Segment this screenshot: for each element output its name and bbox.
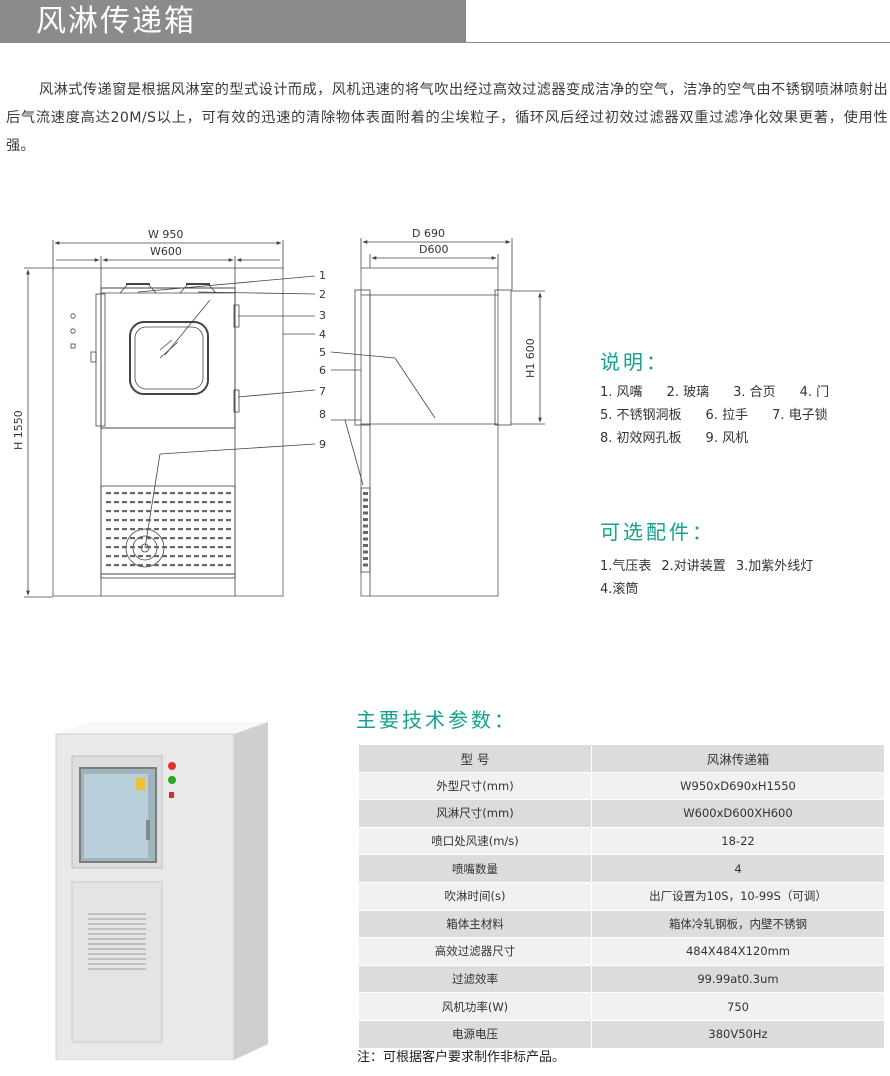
spec-key: 外型尺寸(mm) [358, 771, 592, 801]
callout-3: 3 [319, 309, 326, 322]
options-line-2: 4.滚筒 [600, 578, 662, 597]
dim-w-outer: W 950 [148, 228, 183, 241]
dim-w-inner: W600 [150, 245, 182, 258]
specs-title: 主要技术参数： [356, 708, 517, 732]
legend-item: 1. 风嘴 [600, 385, 643, 400]
specs-table: 型 号 风淋传递箱 外型尺寸(mm)W950xD690xH1550 风淋尺寸(m… [358, 744, 885, 1049]
legend-line-1: 1. 风嘴 2. 玻璃 3. 合页 4. 门 [600, 381, 853, 400]
spec-value: 750 [591, 992, 885, 1021]
legend-item: 9. 风机 [705, 431, 749, 446]
table-row: 喷口处风速(m/s)18-22 [358, 826, 885, 856]
spec-value: 18-22 [591, 826, 885, 856]
callout-8: 8 [319, 408, 326, 421]
legend-item: 5. 不锈钢洞板 [600, 408, 682, 423]
table-row: 吹淋时间(s)出厂设置为10S，10-99S（可调） [358, 881, 885, 911]
callout-2: 2 [319, 288, 326, 301]
legend-item: 4. 门 [799, 385, 830, 400]
spec-key: 风机功率(W) [358, 992, 592, 1021]
table-row: 外型尺寸(mm)W950xD690xH1550 [358, 771, 885, 801]
spec-key: 喷嘴数量 [358, 854, 592, 883]
product-photo [55, 722, 268, 1060]
dim-h-inner: H1 600 [524, 338, 537, 378]
header-cell: 型 号 [358, 744, 592, 773]
spec-key: 喷口处风速(m/s) [358, 826, 592, 856]
dim-h-outer: H 1550 [12, 410, 25, 450]
technical-drawing: (function(){ var g = document.currentScr… [12, 227, 545, 598]
callout-4: 4 [319, 328, 326, 341]
callout-7: 7 [319, 385, 326, 398]
legend-item: 2. 玻璃 [666, 385, 710, 400]
table-row: 风淋尺寸(mm)W600xD600XH600 [358, 799, 885, 828]
options-title: 可选配件： [600, 520, 715, 544]
spec-value: 99.99at0.3um [591, 964, 885, 994]
spec-value: 4 [591, 854, 885, 883]
legend-item: 6. 拉手 [705, 408, 749, 423]
spec-value: 380V50Hz [591, 1019, 885, 1049]
legend-title: 说明： [600, 350, 669, 374]
legend-item: 8. 初效网孔板 [600, 431, 682, 446]
callout-1: 1 [319, 269, 326, 282]
legend-line-2: 5. 不锈钢洞板 6. 拉手 7. 电子锁 [600, 404, 852, 423]
intro-paragraph: 风淋式传递窗是根据风淋室的型式设计而成，风机迅速的将气吹出经过高效过滤器变成洁净… [6, 82, 888, 154]
option-item: 1.气压表 [600, 559, 652, 574]
callout-5: 5 [319, 346, 326, 359]
option-item: 3.加紫外线灯 [735, 559, 814, 574]
spec-key: 风淋尺寸(mm) [358, 799, 592, 828]
spec-value: W600xD600XH600 [591, 799, 885, 828]
footnote: 注：可根据客户要求制作非标产品。 [357, 1050, 566, 1065]
spec-value: W950xD690xH1550 [591, 771, 885, 801]
title-underline [466, 42, 890, 43]
option-item: 2.对讲装置 [661, 559, 726, 574]
spec-key: 吹淋时间(s) [358, 881, 592, 911]
spec-key: 箱体主材料 [358, 909, 592, 939]
legend-line-3: 8. 初效网孔板 9. 风机 [600, 427, 772, 446]
option-item: 4.滚筒 [600, 582, 639, 597]
callout-6: 6 [319, 364, 326, 377]
legend-item: 7. 电子锁 [772, 408, 828, 423]
dim-d-outer: D 690 [412, 227, 445, 240]
spec-value: 出厂设置为10S，10-99S（可调） [591, 881, 885, 911]
header-cell: 风淋传递箱 [591, 744, 885, 773]
spec-value: 484X484X120mm [591, 937, 885, 966]
table-row: 风机功率(W)750 [358, 992, 885, 1021]
perforation-pattern: (function(){ var g = document.currentScr… [106, 492, 368, 567]
table-row: 箱体主材料箱体冷轧钢板，内壁不锈钢 [358, 909, 885, 939]
legend-item: 3. 合页 [733, 385, 776, 400]
page-title: 风淋传递箱 [36, 4, 196, 39]
spec-value: 箱体冷轧钢板，内壁不锈钢 [591, 909, 885, 939]
title-bar [0, 0, 466, 43]
spec-key: 电源电压 [358, 1019, 592, 1049]
callout-9: 9 [319, 438, 326, 451]
table-header-row: 型 号 风淋传递箱 [358, 744, 885, 773]
dim-d-inner: D600 [419, 243, 448, 256]
spec-key: 过滤效率 [358, 964, 592, 994]
options-line-1: 1.气压表 2.对讲装置 3.加紫外线灯 [600, 555, 837, 574]
spec-key: 高效过滤器尺寸 [358, 937, 592, 966]
